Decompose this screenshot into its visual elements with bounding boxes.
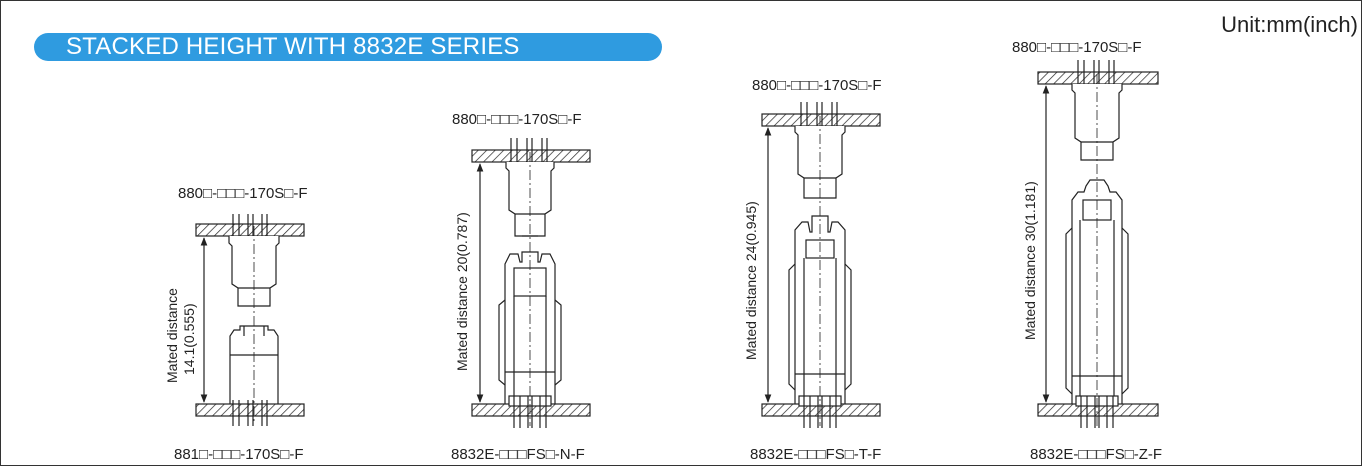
section-title: STACKED HEIGHT WITH 8832E SERIES	[34, 33, 662, 61]
config-4-distance-label: Mated distance 30(1.181)	[1022, 181, 1038, 340]
top-connector-pins	[232, 214, 268, 240]
config-1-distance-label: Mated distance	[164, 288, 180, 383]
config-1-bottom-part: 881□-□□□-170S□-F	[174, 446, 304, 463]
unit-label: Unit:mm(inch)	[1221, 12, 1358, 37]
top-board	[1037, 71, 1159, 85]
configuration-2	[471, 138, 591, 428]
config-3-distance-label: Mated distance 24(0.945)	[743, 201, 759, 360]
config-2-bottom-part: 8832E-□□□FS□-N-F	[451, 446, 585, 463]
top-board	[195, 223, 305, 237]
top-board	[471, 149, 591, 163]
top-connector-pins	[800, 102, 838, 130]
top-board	[761, 113, 881, 127]
config-3-top-part: 880□-□□□-170S□-F	[752, 77, 882, 94]
top-connector-pins	[1077, 60, 1115, 88]
bottom-connector-pins	[232, 400, 268, 426]
config-1-top-part: 880□-□□□-170S□-F	[178, 185, 308, 202]
configuration-3	[761, 102, 881, 428]
top-connector-pins	[510, 138, 548, 166]
config-2-distance-label: Mated distance 20(0.787)	[454, 212, 470, 371]
config-4-top-part: 880□-□□□-170S□-F	[1012, 39, 1142, 56]
config-2-top-part: 880□-□□□-170S□-F	[452, 111, 582, 128]
configuration-1	[195, 214, 305, 426]
bottom-board	[195, 403, 305, 417]
config-3-bottom-part: 8832E-□□□FS□-T-F	[750, 446, 881, 463]
config-4-bottom-part: 8832E-□□□FS□-Z-F	[1030, 446, 1162, 463]
config-1-distance-value: 14.1(0.555)	[181, 303, 197, 375]
configuration-4	[1037, 60, 1159, 428]
